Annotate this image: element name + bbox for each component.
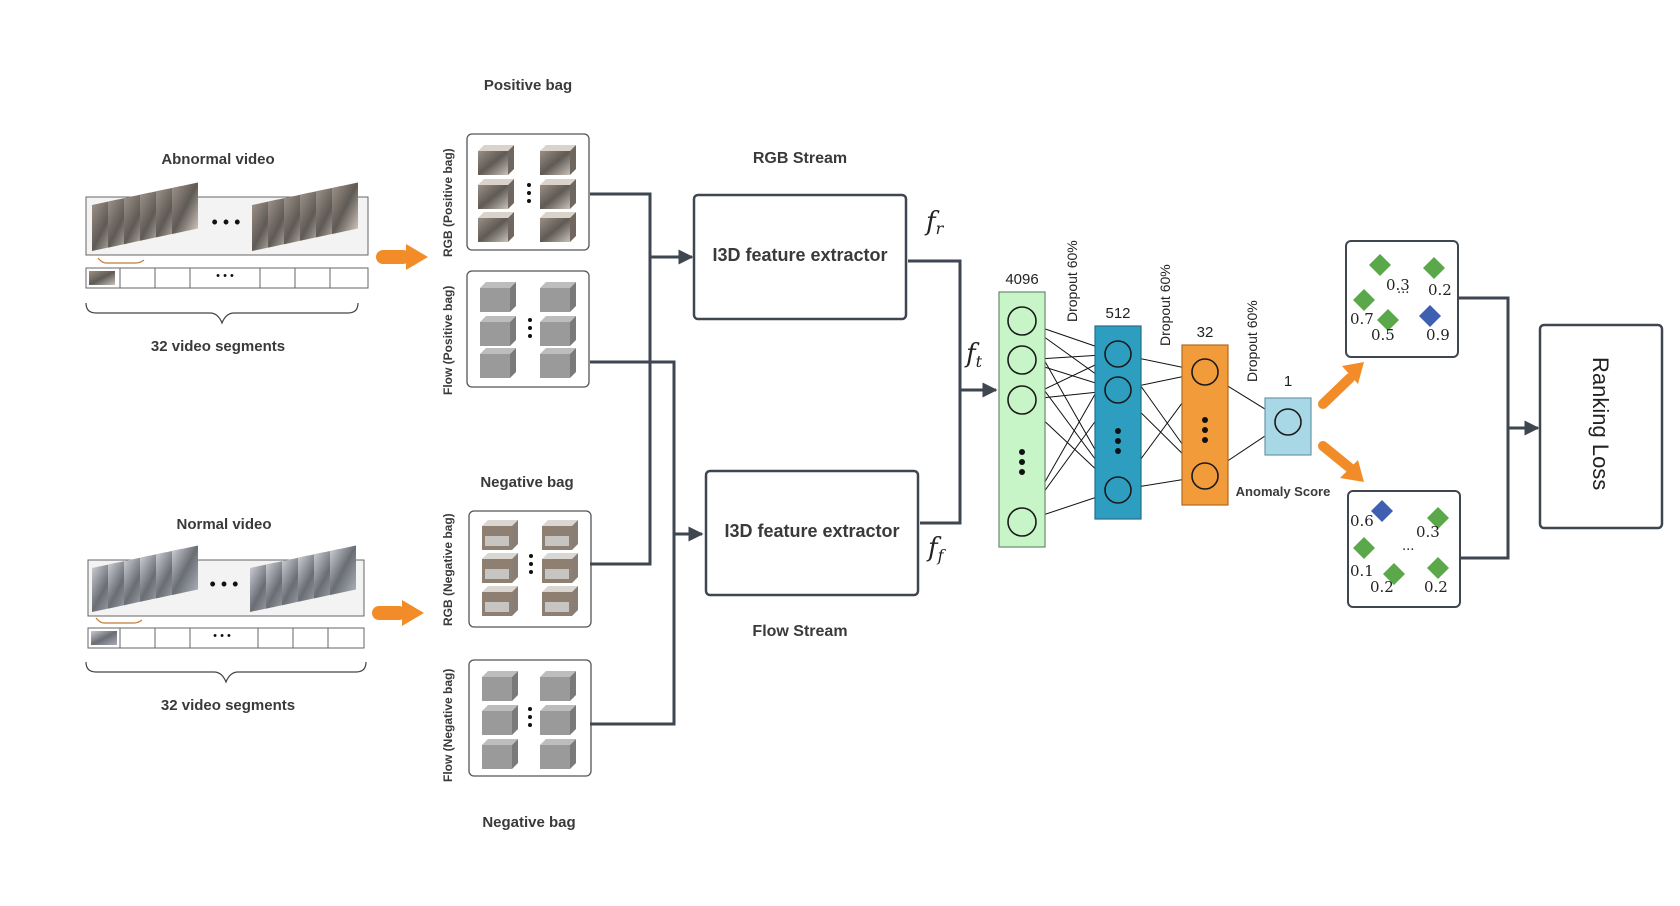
- neg-score-4: 0.2: [1370, 578, 1394, 596]
- flow-bags-connector: [590, 360, 676, 726]
- anomaly-score-label: Anomaly Score: [1236, 484, 1331, 499]
- neg-score-1: 0.6: [1350, 512, 1374, 530]
- rgb-i3d-extractor: I3D feature extractor: [692, 193, 908, 321]
- abnormal-filmstrip-ellipsis: • • •: [212, 212, 241, 232]
- normal-video-filmstrip: • • •: [87, 545, 365, 617]
- ranking-loss-label: Ranking Loss: [1588, 357, 1613, 490]
- layer-1-size: 1: [1284, 373, 1292, 390]
- negative-bag-title-bottom: Negative bag: [482, 814, 575, 831]
- layer-4096-size: 4096: [1005, 271, 1038, 288]
- ranking-loss-box: Ranking Loss: [1538, 323, 1664, 530]
- negative-scores-box: 0.6 0.3 ... 0.1 0.2 0.2: [1347, 490, 1461, 608]
- flow-negative-bag: [468, 659, 592, 777]
- flow-positive-label: Flow (Positive bag): [441, 286, 455, 395]
- score-to-negative-arrow: [1318, 441, 1364, 482]
- normal-segments-label: 32 video segments: [161, 697, 295, 714]
- pos-score-2: 0.2: [1428, 281, 1452, 299]
- neg-score-5: 0.2: [1424, 578, 1448, 596]
- abnormal-segments-label: 32 video segments: [151, 338, 285, 355]
- rgb-extractor-label: I3D feature extractor: [712, 245, 887, 265]
- pos-score-1: 0.3: [1386, 276, 1410, 294]
- dropout-1-label: Dropout 60%: [1064, 240, 1080, 322]
- fusion-connector: [908, 259, 962, 525]
- neg-score-2: 0.3: [1416, 523, 1440, 541]
- layer-4096: 4096: [998, 271, 1046, 548]
- pos-score-3: 0.7: [1350, 310, 1374, 328]
- abnormal-segments-brace: [85, 302, 359, 325]
- negative-bag-title-mid: Negative bag: [480, 474, 573, 491]
- score-to-positive-arrow: [1318, 362, 1364, 409]
- normal-to-bag-arrow: [372, 600, 424, 626]
- layer-32: 32: [1181, 324, 1229, 506]
- rgb-negative-bag: [468, 510, 592, 628]
- dropout-3-label: Dropout 60%: [1244, 300, 1260, 382]
- normal-strip-ellipsis: • • •: [213, 630, 231, 642]
- abnormal-segment-strip: • • •: [85, 257, 369, 289]
- dropout-2-label: Dropout 60%: [1157, 264, 1173, 346]
- pos-score-5: 0.9: [1426, 326, 1450, 344]
- layer-32-size: 32: [1197, 324, 1214, 341]
- flow-extractor-label: I3D feature extractor: [724, 521, 899, 541]
- normal-filmstrip-ellipsis: • • •: [210, 574, 239, 594]
- f-f-symbol: ff: [926, 533, 947, 565]
- positive-bag-title: Positive bag: [484, 77, 572, 94]
- normal-segment-strip: • • •: [87, 617, 365, 649]
- rgb-positive-label: RGB (Positive bag): [441, 148, 455, 257]
- layer-1-output: 1: [1264, 373, 1312, 456]
- layer-512: 512: [1094, 305, 1142, 520]
- abnormal-video-title: Abnormal video: [161, 151, 274, 168]
- f-t-symbol: ft: [964, 339, 983, 371]
- flow-negative-label: Flow (Negative bag): [441, 669, 455, 782]
- normal-video-title: Normal video: [176, 516, 271, 533]
- positive-scores-box: 0.3 ... 0.2 0.7 0.5 0.9: [1345, 240, 1459, 358]
- abnormal-video-filmstrip: • • •: [85, 182, 369, 256]
- rgb-bags-connector: [590, 192, 652, 566]
- f-r-symbol: fr: [924, 207, 945, 238]
- pos-score-4: 0.5: [1371, 326, 1395, 344]
- neg-score-ellipsis: ...: [1402, 539, 1414, 554]
- layer-512-size: 512: [1105, 305, 1130, 322]
- abnormal-to-bag-arrow: [376, 244, 428, 270]
- rgb-negative-label: RGB (Negative bag): [441, 513, 455, 626]
- abnormal-strip-ellipsis: • • •: [216, 270, 234, 282]
- scores-connector: [1458, 296, 1510, 560]
- flow-positive-bag: [466, 270, 590, 388]
- rgb-positive-bag: [466, 133, 590, 251]
- rgb-stream-title: RGB Stream: [753, 150, 847, 167]
- flow-i3d-extractor: I3D feature extractor: [704, 469, 920, 597]
- pos-score-ellipsis: ...: [1397, 282, 1409, 297]
- normal-segments-brace: [85, 661, 367, 684]
- flow-stream-title: Flow Stream: [752, 623, 847, 640]
- neg-score-3: 0.1: [1350, 562, 1374, 580]
